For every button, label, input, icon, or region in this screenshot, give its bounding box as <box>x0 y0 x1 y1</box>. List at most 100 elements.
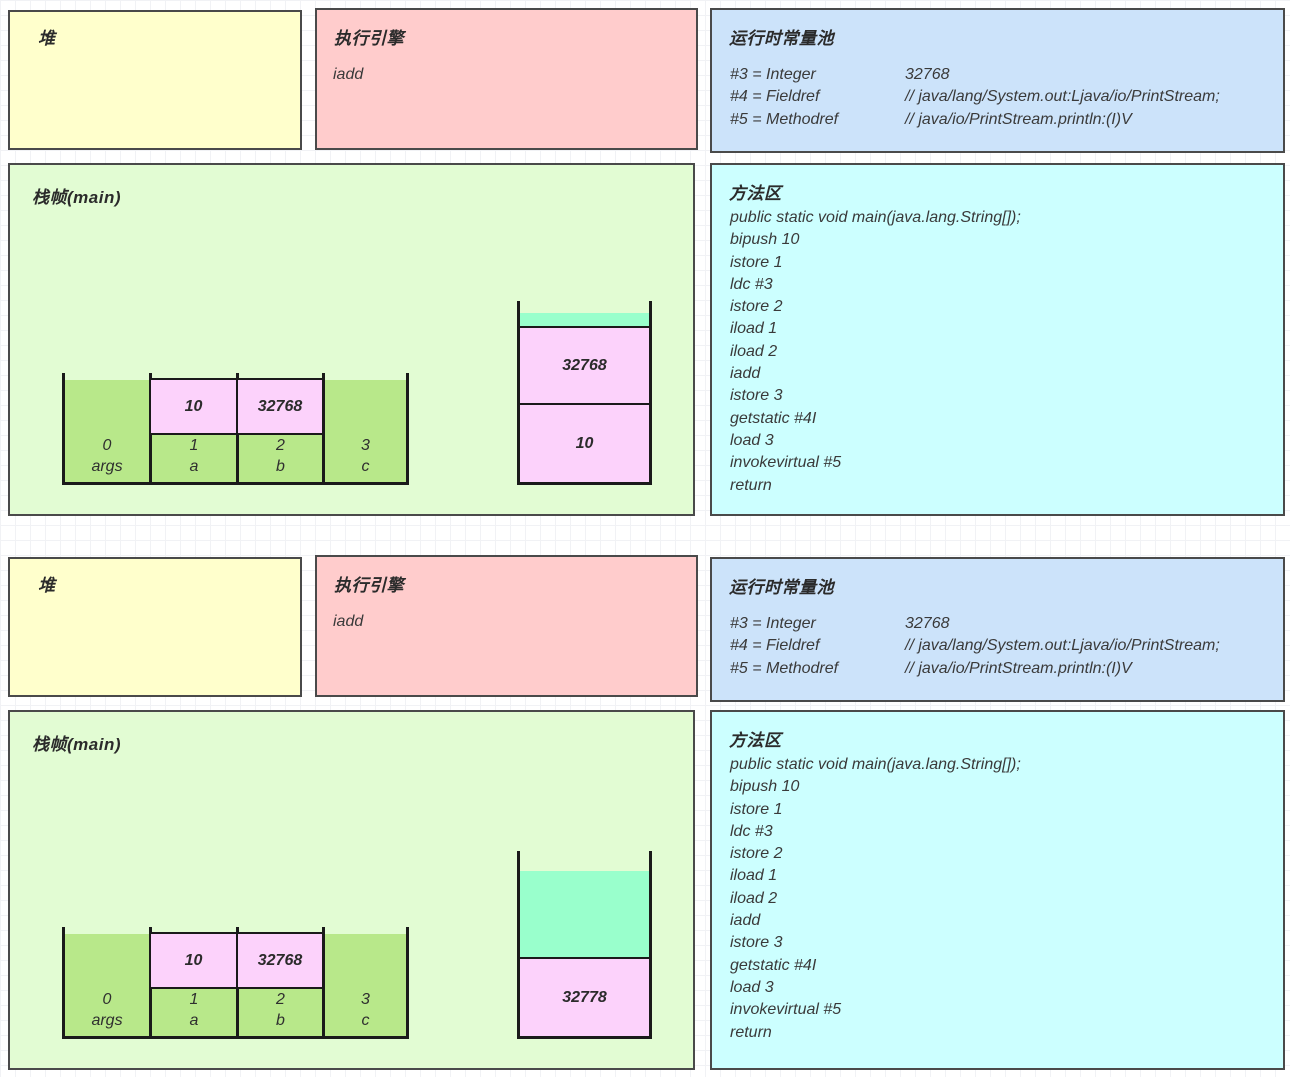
method-area-title: 方法区 <box>729 184 782 203</box>
state-panel-after: 堆 执行引擎 iadd 运行时常量池 #3 = Integer 32768 #4… <box>0 547 1290 1077</box>
operand-stack: 32768 10 <box>517 301 652 485</box>
table-divider <box>62 373 65 485</box>
local-variable-value: 10 <box>149 932 238 989</box>
constant-key: #5 = Methodref <box>730 110 839 128</box>
bytecode-line: return <box>730 1023 772 1041</box>
runtime-constant-pool-box: 运行时常量池 #3 = Integer 32768 #4 = Fieldref … <box>710 557 1285 702</box>
operand-stack-cell: 32778 <box>520 957 649 1036</box>
local-variable-slot: 3 c <box>325 422 406 482</box>
local-variable-slot: 2 b <box>239 976 322 1036</box>
slot-name: args <box>91 1012 123 1029</box>
execution-engine-box: 执行引擎 iadd <box>315 8 698 150</box>
slot-name: a <box>189 1012 199 1029</box>
slot-index: 0 <box>102 437 112 454</box>
slot-index: 0 <box>102 991 112 1008</box>
constant-value: // java/lang/System.out:Ljava/io/PrintSt… <box>905 637 1220 655</box>
constant-pool-entries: #3 = Integer 32768 #4 = Fieldref // java… <box>730 64 1277 131</box>
constant-pool-entry: #5 = Methodref // java/io/PrintStream.pr… <box>730 109 1277 131</box>
constant-key: #3 = Integer <box>730 66 816 83</box>
table-baseline <box>62 482 409 485</box>
bytecode-line: iload 1 <box>730 867 778 885</box>
bytecode-line: iadd <box>730 912 761 930</box>
operand-stack: 32778 <box>517 851 652 1039</box>
constant-key: #4 = Fieldref <box>730 88 820 106</box>
bytecode-line: istore 1 <box>730 800 783 818</box>
local-variable-value: 32768 <box>236 932 324 989</box>
constant-pool-title: 运行时常量池 <box>729 578 834 597</box>
slot-index: 1 <box>189 991 199 1008</box>
constant-key: #4 = Fieldref <box>730 637 820 655</box>
bytecode-line: bipush 10 <box>730 778 800 796</box>
local-variable-slot: 0 args <box>65 976 149 1036</box>
constant-key: #5 = Methodref <box>730 659 839 677</box>
slot-index: 2 <box>276 991 285 1008</box>
bytecode-line: iload 2 <box>730 342 778 360</box>
local-variable-table: 10 32768 0 args 1 a 2 b 3 c <box>62 927 409 1039</box>
method-area-box: 方法区 public static void main(java.lang.St… <box>710 163 1285 516</box>
constant-value: // java/io/PrintStream.println:(I)V <box>905 110 1132 128</box>
method-area-box: 方法区 public static void main(java.lang.St… <box>710 710 1285 1070</box>
operand-stack-free-space <box>520 871 649 957</box>
constant-value: // java/lang/System.out:Ljava/io/PrintSt… <box>905 88 1220 106</box>
current-instruction: iadd <box>333 613 364 630</box>
bytecode-line: iload 1 <box>730 320 778 338</box>
local-variable-slot: 0 args <box>65 422 149 482</box>
slot-name: c <box>361 1012 370 1029</box>
bytecode-line: istore 2 <box>730 845 783 863</box>
constant-pool-entries: #3 = Integer 32768 #4 = Fieldref // java… <box>730 613 1277 680</box>
local-variable-slot: 1 a <box>152 422 236 482</box>
constant-pool-title: 运行时常量池 <box>729 29 834 48</box>
operand-stack-cell: 32768 <box>520 326 649 403</box>
local-variable-slot: 1 a <box>152 976 236 1036</box>
slot-index: 3 <box>361 991 370 1008</box>
constant-value: 32768 <box>905 615 950 632</box>
bytecode-line: ldc #3 <box>730 822 773 840</box>
bytecode-line: public static void main(java.lang.String… <box>730 756 1021 773</box>
constant-value: 32768 <box>905 66 950 83</box>
table-divider <box>406 927 409 1039</box>
table-baseline <box>62 1036 409 1039</box>
slot-name: args <box>91 458 123 475</box>
operand-stack-cell: 10 <box>520 403 649 482</box>
local-variable-table: 10 32768 0 args 1 a 2 b 3 c <box>62 373 409 485</box>
bytecode-line: load 3 <box>730 431 774 449</box>
stack-frame-box: 栈帧(main) 10 32768 0 args 1 a <box>8 163 695 516</box>
table-divider <box>406 373 409 485</box>
slot-index: 2 <box>276 437 285 454</box>
constant-pool-entry: #4 = Fieldref // java/lang/System.out:Lj… <box>730 635 1277 657</box>
current-instruction: iadd <box>333 66 364 83</box>
bytecode-listing: public static void main(java.lang.String… <box>730 754 1021 1044</box>
heap-box: 堆 <box>8 10 302 150</box>
table-divider <box>62 927 65 1039</box>
bytecode-line: public static void main(java.lang.String… <box>730 209 1021 226</box>
heap-title: 堆 <box>38 576 56 595</box>
method-area-title: 方法区 <box>729 731 782 750</box>
bytecode-line: getstatic #4I <box>730 956 817 974</box>
stack-frame-box: 栈帧(main) 10 32768 0 args 1 a <box>8 710 695 1070</box>
constant-pool-entry: #5 = Methodref // java/io/PrintStream.pr… <box>730 658 1277 680</box>
bytecode-line: invokevirtual #5 <box>730 1001 842 1019</box>
stack-frame-title: 栈帧(main) <box>32 188 121 207</box>
slot-index: 1 <box>189 437 199 454</box>
bytecode-line: bipush 10 <box>730 231 800 249</box>
slot-index: 3 <box>361 437 370 454</box>
bytecode-line: iadd <box>730 365 761 383</box>
heap-title: 堆 <box>38 29 56 48</box>
slot-name: c <box>361 458 370 475</box>
slot-name: b <box>276 458 285 475</box>
slot-name: b <box>276 1012 285 1029</box>
constant-pool-entry: #3 = Integer 32768 <box>730 64 1277 86</box>
slot-name: a <box>189 458 199 475</box>
runtime-constant-pool-box: 运行时常量池 #3 = Integer 32768 #4 = Fieldref … <box>710 8 1285 153</box>
bytecode-line: istore 1 <box>730 253 783 271</box>
execution-engine-box: 执行引擎 iadd <box>315 555 698 697</box>
constant-pool-entry: #3 = Integer 32768 <box>730 613 1277 635</box>
execution-engine-title: 执行引擎 <box>334 29 404 48</box>
bytecode-line: getstatic #4I <box>730 409 817 427</box>
state-panel-before: 堆 执行引擎 iadd 运行时常量池 #3 = Integer 32768 #4… <box>0 0 1290 530</box>
local-variable-slot: 3 c <box>325 976 406 1036</box>
constant-key: #3 = Integer <box>730 615 816 632</box>
bytecode-line: load 3 <box>730 978 774 996</box>
operand-stack-free-space <box>520 313 649 326</box>
